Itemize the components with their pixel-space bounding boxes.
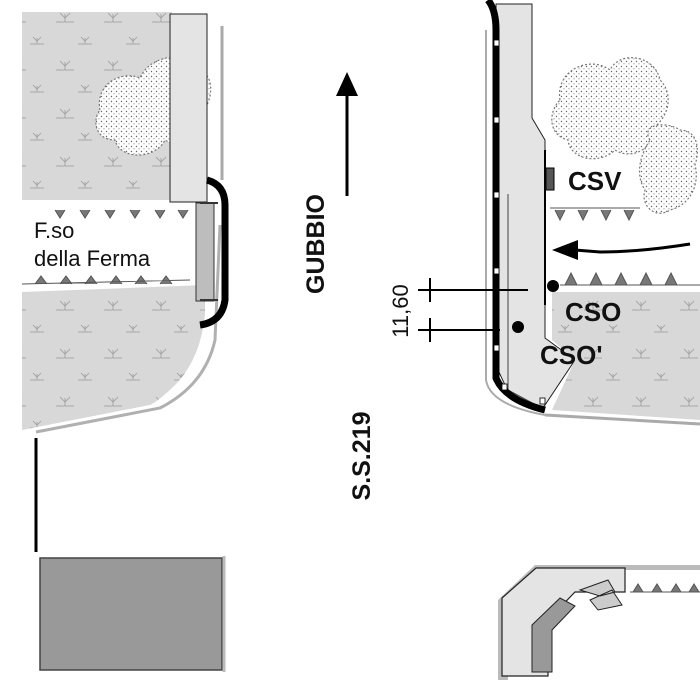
- dimension-lines: [418, 278, 528, 342]
- tree-cluster-right: [551, 57, 698, 214]
- flow-arrow-icon: [552, 240, 691, 260]
- street-label-line1: F.so: [34, 218, 75, 243]
- dimension-label: 11,60: [388, 284, 413, 338]
- left-sidewalk-strip: [169, 13, 224, 203]
- right-hedge-bottom: [630, 583, 700, 593]
- right-hedge-row-lower: [560, 271, 700, 286]
- csv-marker: [545, 167, 555, 191]
- right-hedge-row-upper: [550, 207, 640, 222]
- left-grass-lower: [22, 224, 222, 434]
- left-hedge-row-upper: [54, 209, 189, 219]
- right-curb: [485, 0, 546, 416]
- street-label-line2: della Ferma: [34, 246, 151, 271]
- cso-prime-label: CSO': [540, 340, 603, 370]
- left-hedge-row-lower: [21, 275, 191, 285]
- direction-label: GUBBIO: [302, 194, 330, 294]
- direction-arrow-icon: [336, 72, 358, 196]
- building-right: [498, 565, 700, 680]
- cso-prime-marker: [512, 321, 524, 333]
- road-name-label: S.S.219: [348, 411, 376, 501]
- right-grass-lower: [544, 292, 700, 426]
- left-bus-stop: [195, 176, 229, 329]
- building-left: [39, 556, 226, 672]
- cso-marker: [547, 280, 559, 292]
- cso-label: CSO: [565, 297, 622, 327]
- csv-label: CSV: [568, 166, 622, 196]
